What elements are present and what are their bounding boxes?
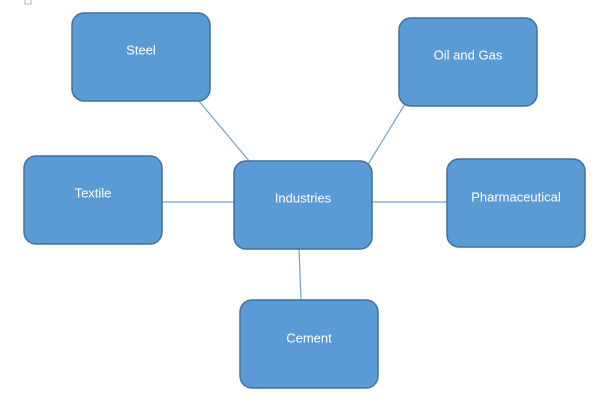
- connector-cement: [298, 248, 302, 302]
- node-oil-and-gas: Oil and Gas: [398, 17, 538, 107]
- node-industries-box: [233, 160, 373, 250]
- connector-oil-and-gas: [366, 103, 406, 167]
- node-cement-label: Cement: [286, 330, 332, 345]
- node-pharmaceutical-box: [446, 158, 586, 248]
- node-industries-label: Industries: [275, 190, 332, 205]
- node-steel: Steel: [71, 12, 211, 102]
- node-cement-box: [239, 299, 379, 389]
- node-steel-box: [71, 12, 211, 102]
- node-cement: Cement: [239, 299, 379, 389]
- connector-steel: [197, 99, 251, 163]
- node-pharmaceutical: Pharmaceutical: [446, 158, 586, 248]
- node-oil-and-gas-label: Oil and Gas: [434, 47, 503, 62]
- node-textile-label: Textile: [75, 185, 112, 200]
- node-industries: Industries: [233, 160, 373, 250]
- node-textile-box: [23, 155, 163, 245]
- node-steel-label: Steel: [126, 42, 156, 57]
- page-corner-marker: [24, 0, 32, 5]
- node-pharmaceutical-label: Pharmaceutical: [471, 189, 561, 204]
- node-oil-and-gas-box: [398, 17, 538, 107]
- node-textile: Textile: [23, 155, 163, 245]
